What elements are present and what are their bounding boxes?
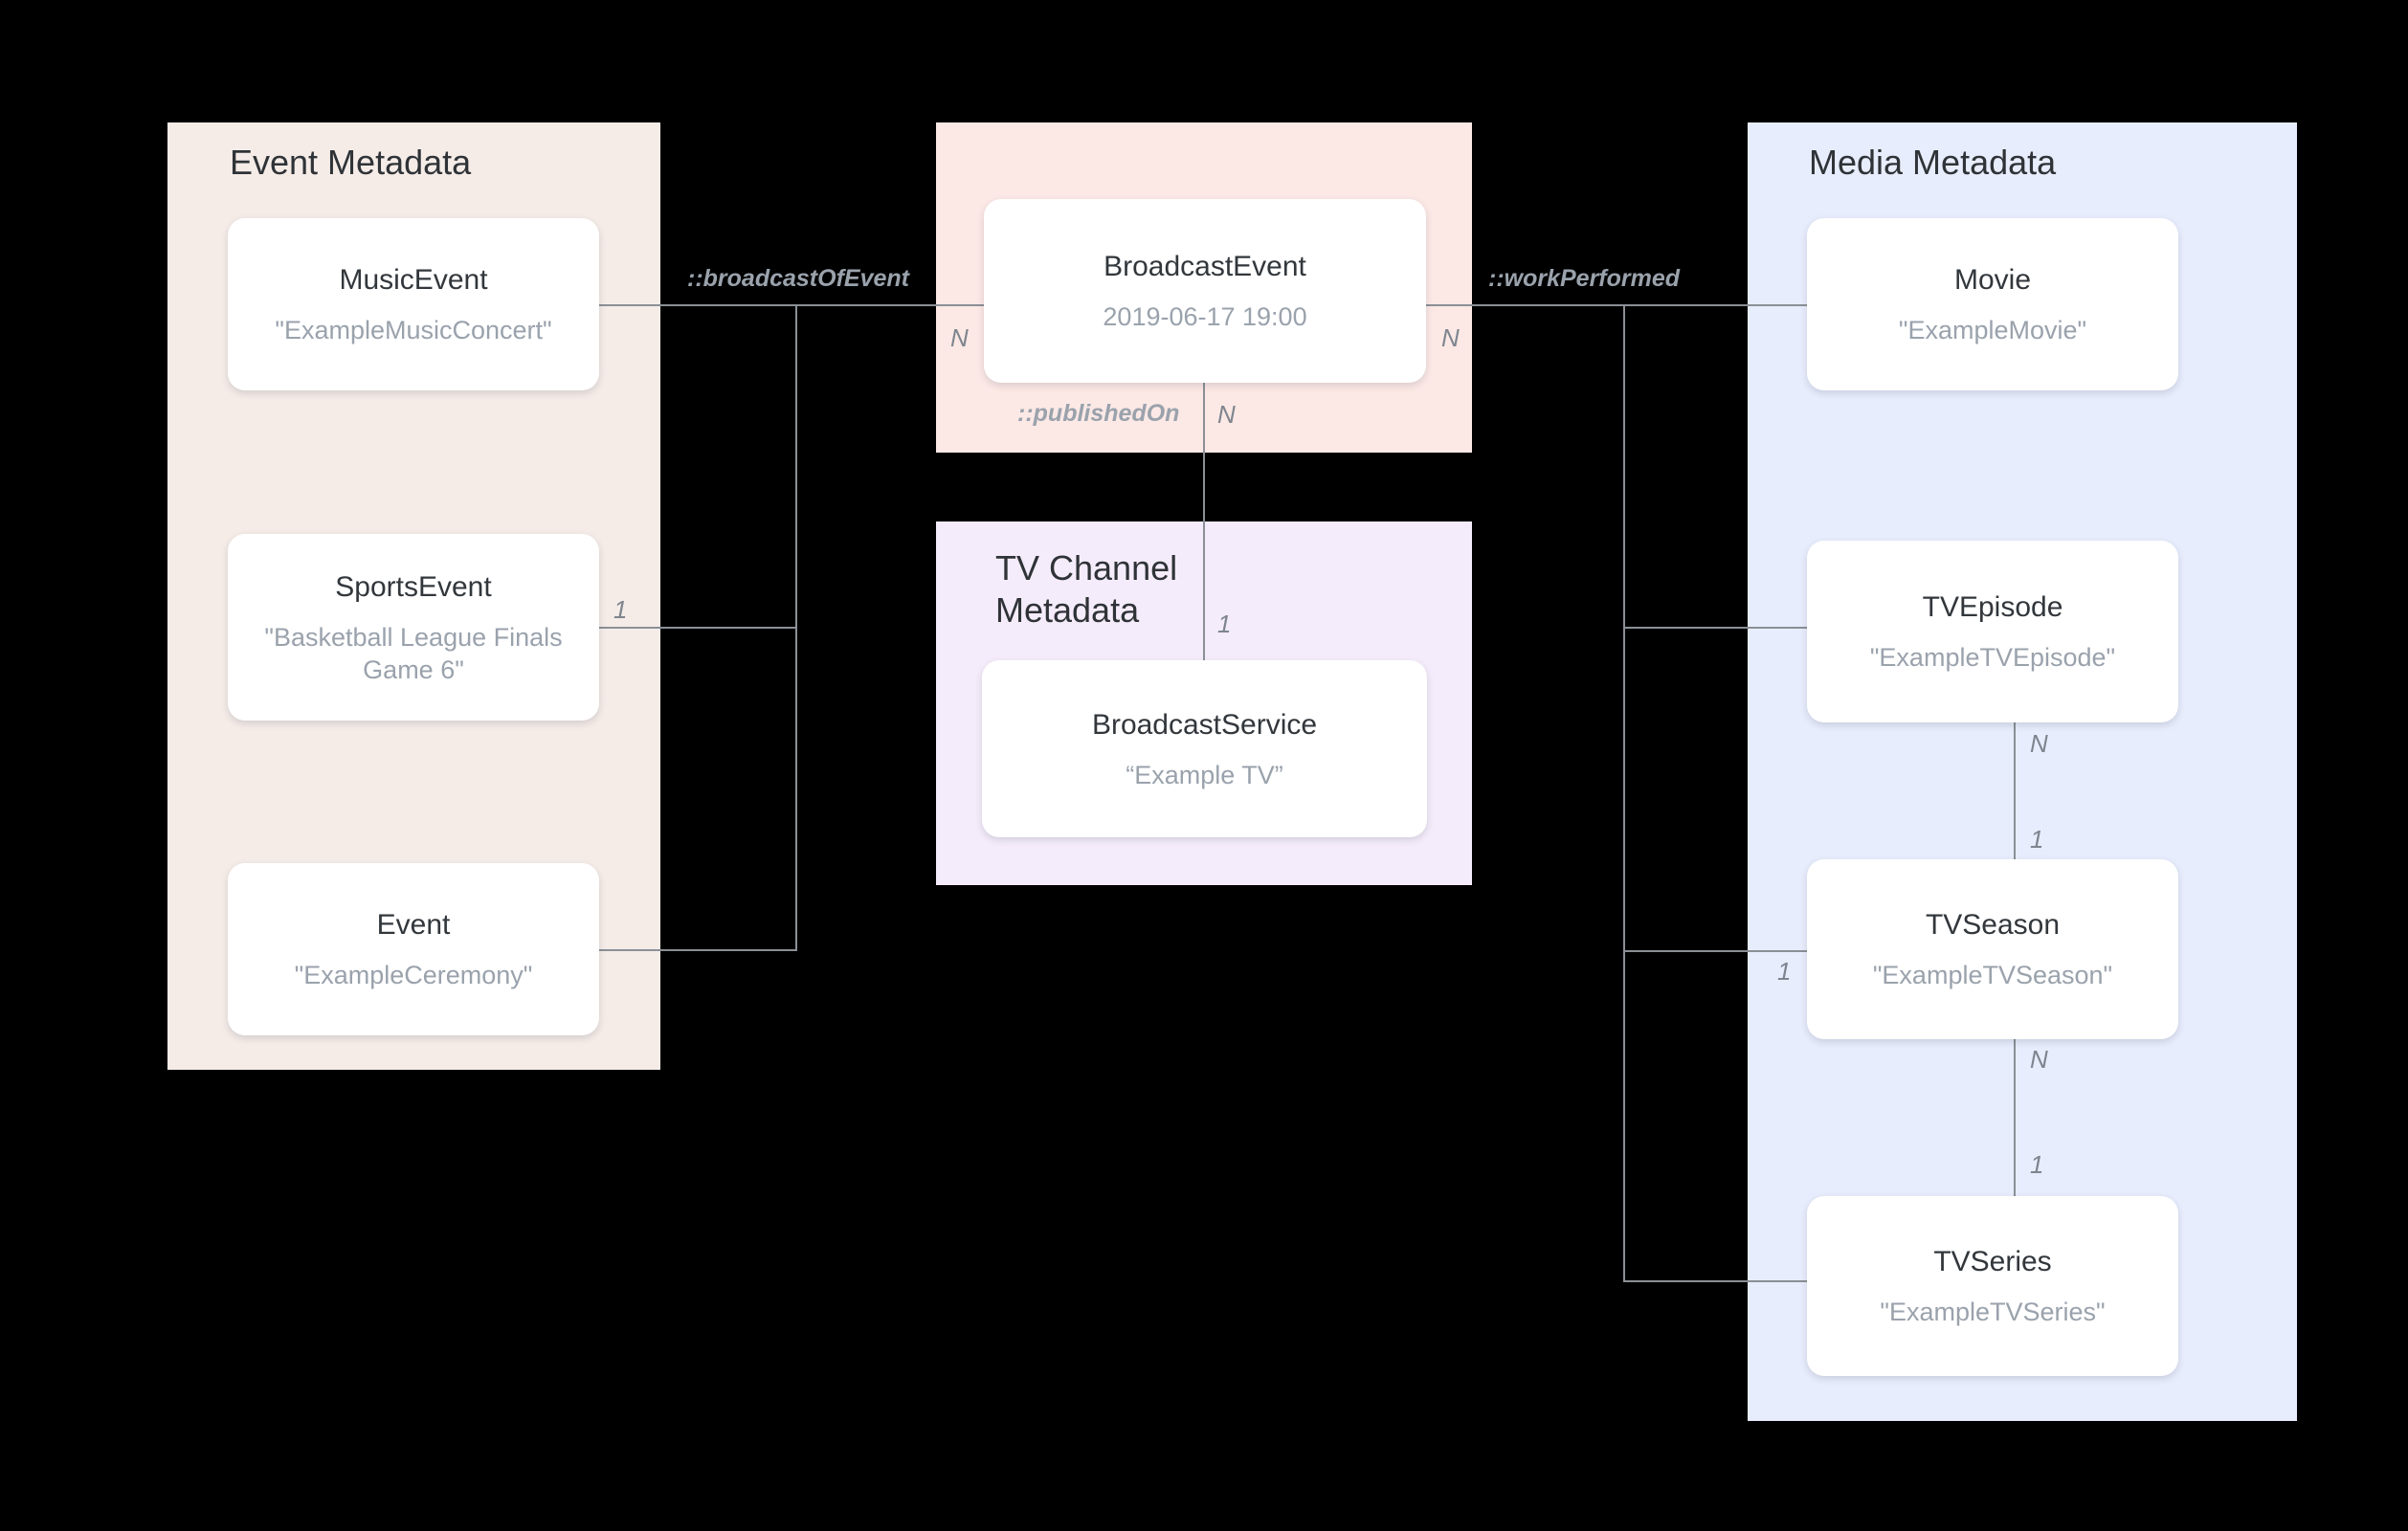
cardinality-tv-season-bottom: N	[2030, 1045, 2048, 1074]
edge-tv-season-to-tv-series	[2014, 1038, 2016, 1230]
node-event-value: "ExampleCeremony"	[294, 961, 533, 989]
cardinality-tv-season-left: 1	[1777, 957, 1792, 986]
node-broadcast-service[interactable]: BroadcastService “Example TV”	[982, 660, 1427, 837]
edge-broadcast-event-to-broadcast-service	[1203, 383, 1205, 660]
node-music-event[interactable]: MusicEvent "ExampleMusicConcert"	[228, 218, 599, 390]
node-tv-season-title: TVSeason	[1925, 909, 2061, 941]
edge-tv-episode-to-tv-season	[2014, 722, 2016, 914]
node-tv-season[interactable]: TVSeason "ExampleTVSeason"	[1807, 859, 2178, 1039]
node-sports-event-value: "Basketball League Finals Game 6"	[264, 622, 563, 684]
edge-sports-event-to-bus	[599, 627, 796, 629]
edge-media-bus-to-tv-season	[1623, 950, 1807, 952]
node-tv-episode-value: "ExampleTVEpisode"	[1869, 643, 2116, 672]
cardinality-tv-series-top: 1	[2030, 1150, 2044, 1179]
node-event-title: Event	[376, 909, 451, 941]
edge-broadcast-event-to-movie	[1426, 304, 1807, 306]
node-tv-series[interactable]: TVSeries "ExampleTVSeries"	[1807, 1196, 2178, 1376]
edge-bus-to-broadcast-event	[795, 304, 984, 306]
node-tv-episode-title: TVEpisode	[1922, 591, 2063, 623]
cardinality-tv-episode-bottom: N	[2030, 729, 2048, 758]
node-sports-event[interactable]: SportsEvent "Basketball League Finals Ga…	[228, 534, 599, 721]
edge-event-bus-vertical	[795, 304, 797, 951]
node-music-event-value: "ExampleMusicConcert"	[275, 316, 552, 344]
relation-label-work-performed: ::workPerformed	[1488, 265, 1681, 292]
edge-media-bus-to-tv-episode	[1623, 627, 1807, 629]
cardinality-broadcast-event-right: N	[1441, 323, 1460, 352]
node-movie-title: Movie	[1953, 264, 2032, 296]
cardinality-broadcast-event-left: N	[950, 323, 969, 352]
node-event[interactable]: Event "ExampleCeremony"	[228, 863, 599, 1035]
cardinality-tv-season-top: 1	[2030, 825, 2044, 854]
node-broadcast-service-title: BroadcastService	[1091, 708, 1318, 741]
edge-music-event-to-bus	[599, 304, 796, 306]
node-broadcast-event-value: 2019-06-17 19:00	[1103, 302, 1307, 331]
node-tv-episode[interactable]: TVEpisode "ExampleTVEpisode"	[1807, 541, 2178, 722]
relation-label-published-on: ::publishedOn	[1017, 400, 1180, 427]
edge-event-to-bus	[599, 949, 796, 951]
cardinality-sports-event-right: 1	[613, 595, 628, 624]
node-broadcast-event[interactable]: BroadcastEvent 2019-06-17 19:00	[984, 199, 1426, 383]
node-movie[interactable]: Movie "ExampleMovie"	[1807, 218, 2178, 390]
panel-title-tv-channel-metadata: TV Channel Metadata	[995, 548, 1178, 630]
cardinality-broadcast-event-bottom: N	[1217, 400, 1236, 429]
node-tv-series-title: TVSeries	[1933, 1246, 2052, 1277]
cardinality-broadcast-service-top: 1	[1217, 610, 1232, 638]
relation-label-broadcast-of-event: ::broadcastOfEvent	[687, 265, 909, 292]
node-broadcast-event-title: BroadcastEvent	[1104, 251, 1306, 282]
edge-media-bus-vertical	[1623, 304, 1625, 1280]
panel-title-event-metadata: Event Metadata	[230, 143, 472, 182]
node-tv-season-value: "ExampleTVSeason"	[1872, 961, 2113, 989]
panel-title-media-metadata: Media Metadata	[1809, 143, 2057, 182]
node-movie-value: "ExampleMovie"	[1898, 316, 2087, 344]
node-sports-event-title: SportsEvent	[335, 570, 492, 603]
node-tv-series-value: "ExampleTVSeries"	[1880, 1298, 2106, 1326]
edge-media-bus-to-tv-series	[1623, 1280, 1807, 1282]
node-music-event-title: MusicEvent	[339, 264, 488, 296]
node-broadcast-service-value: “Example TV”	[1126, 760, 1283, 789]
